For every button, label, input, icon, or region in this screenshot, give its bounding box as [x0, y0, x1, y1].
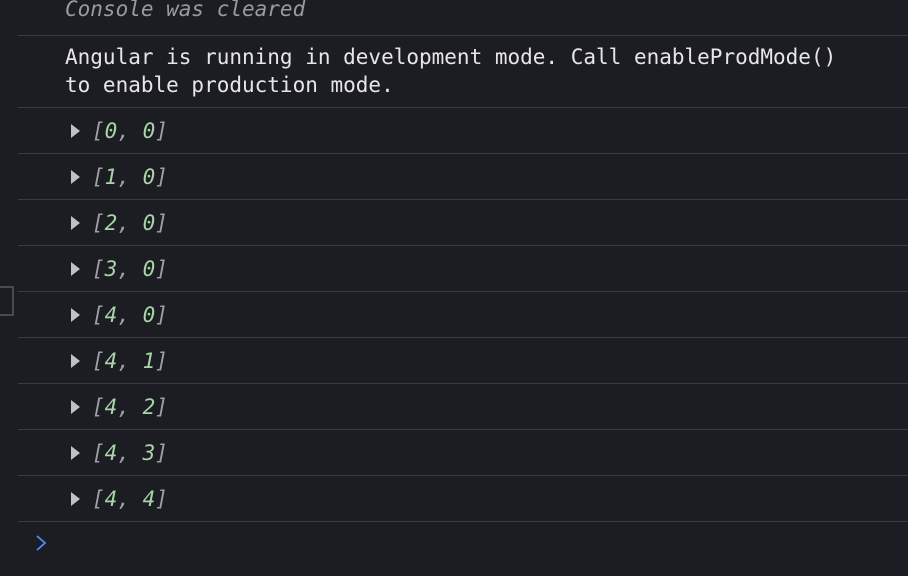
console-array-entry[interactable]: [3, 0] [18, 246, 908, 292]
gutter-marker [0, 286, 14, 316]
console-cleared-message: Console was cleared [18, 0, 908, 36]
array-preview[interactable]: [4, 1] [92, 349, 168, 373]
array-preview[interactable]: [4, 0] [92, 303, 168, 327]
console-array-entry[interactable]: [4, 0] [18, 292, 908, 338]
console-array-entry[interactable]: [1, 0] [18, 154, 908, 200]
chevron-right-icon [34, 532, 54, 558]
expand-triangle-icon[interactable] [71, 216, 80, 230]
expand-triangle-icon[interactable] [71, 400, 80, 414]
array-preview[interactable]: [1, 0] [92, 165, 168, 189]
array-preview[interactable]: [4, 3] [92, 441, 168, 465]
console-input[interactable] [64, 530, 888, 562]
console-array-entry[interactable]: [0, 0] [18, 108, 908, 154]
console-array-entry[interactable]: [4, 2] [18, 384, 908, 430]
expand-triangle-icon[interactable] [71, 354, 80, 368]
cleared-text: Console was cleared [65, 0, 306, 21]
angular-message-text: Angular is running in development mode. … [65, 45, 837, 97]
expand-triangle-icon[interactable] [71, 308, 80, 322]
console-array-entry[interactable]: [4, 4] [18, 476, 908, 522]
console-array-entry[interactable]: [2, 0] [18, 200, 908, 246]
expand-triangle-icon[interactable] [71, 446, 80, 460]
expand-triangle-icon[interactable] [71, 124, 80, 138]
array-preview[interactable]: [2, 0] [92, 211, 168, 235]
angular-dev-mode-message: Angular is running in development mode. … [18, 36, 908, 108]
console-array-entry[interactable]: [4, 3] [18, 430, 908, 476]
array-preview[interactable]: [4, 2] [92, 395, 168, 419]
array-preview[interactable]: [3, 0] [92, 257, 168, 281]
console-array-entry[interactable]: [4, 1] [18, 338, 908, 384]
array-preview[interactable]: [0, 0] [92, 119, 168, 143]
array-preview[interactable]: [4, 4] [92, 487, 168, 511]
expand-triangle-icon[interactable] [71, 492, 80, 506]
prompt-chevron-svg [36, 535, 47, 551]
expand-triangle-icon[interactable] [71, 170, 80, 184]
expand-triangle-icon[interactable] [71, 262, 80, 276]
